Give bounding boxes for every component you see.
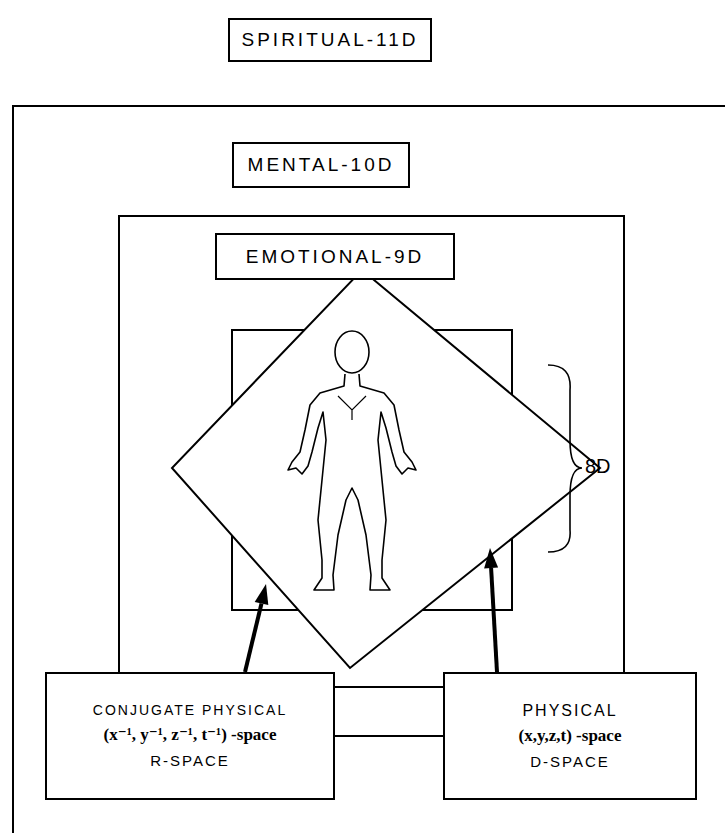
pointer-arrow bbox=[491, 568, 497, 672]
box-text: CONJUGATE PHYSICAL bbox=[93, 702, 287, 719]
box-text: D-SPACE bbox=[530, 753, 610, 771]
box-text: (x⁻¹, y⁻¹, z⁻¹, t⁻¹) -space bbox=[104, 725, 277, 745]
level-region: MENTAL-10D EMOTIONAL-9D CONJUGATE PHYSICAL… bbox=[12, 105, 725, 833]
label-box: PHYSICAL (x,y,z,t) -spaceD-SPACE bbox=[443, 672, 697, 800]
level-region: EMOTIONAL-9D bbox=[118, 215, 625, 688]
box-text: R-SPACE bbox=[150, 752, 230, 770]
label-box: CONJUGATE PHYSICAL (x⁻¹, y⁻¹, z⁻¹, t⁻¹) -… bbox=[45, 672, 335, 800]
diamond-outline bbox=[172, 270, 600, 668]
level-heading: MENTAL-10D bbox=[232, 142, 411, 188]
connector-line bbox=[335, 735, 443, 737]
box-text: SPIRITUAL-11D bbox=[242, 29, 419, 52]
curly-bracket bbox=[548, 365, 582, 552]
figure-chest bbox=[338, 396, 366, 420]
figure-head bbox=[335, 331, 369, 373]
pointer-arrowhead bbox=[255, 584, 269, 605]
label-holder: 8D bbox=[585, 455, 611, 478]
pointer-arrowhead bbox=[484, 548, 498, 568]
label-box: SPIRITUAL-11D bbox=[228, 18, 433, 62]
box-text: PHYSICAL bbox=[522, 701, 617, 720]
box-text: (x,y,z,t) -space bbox=[519, 726, 622, 746]
dimension-label: 8D bbox=[585, 455, 611, 477]
level-heading: EMOTIONAL-9D bbox=[215, 233, 455, 280]
pointer-arrow bbox=[245, 604, 262, 673]
human-figure bbox=[288, 374, 416, 590]
